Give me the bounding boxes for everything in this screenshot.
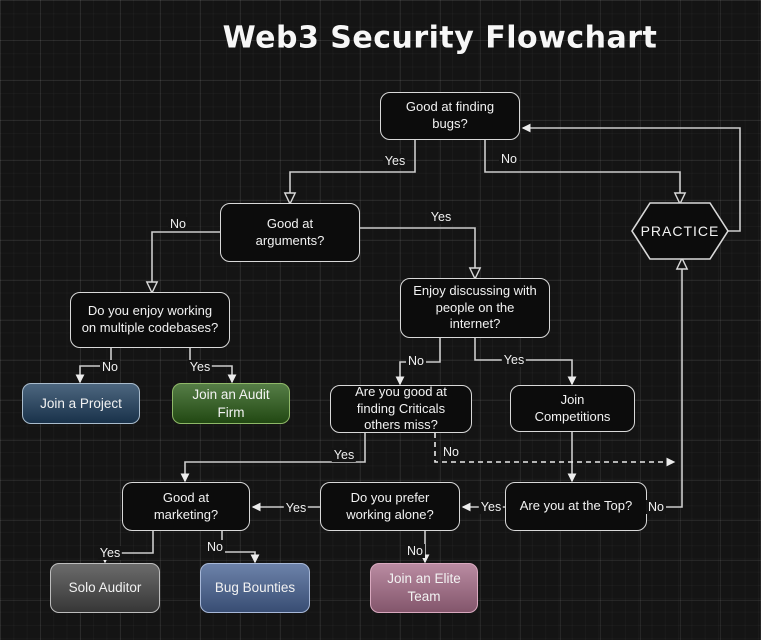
- connector-arguments-no: [152, 231, 220, 282]
- edge-label-discussing-no: No: [406, 354, 426, 368]
- edge-label-arguments-no: No: [168, 217, 188, 231]
- node-codebases: Do you enjoy working on multiple codebas…: [70, 292, 230, 348]
- connector-marketing-no: [221, 531, 260, 564]
- edge-label-criticals-yes: Yes: [331, 448, 357, 462]
- edge-label-alone-yes: Yes: [283, 501, 309, 515]
- node-audit-firm: Join an Audit Firm: [172, 383, 290, 424]
- connector-arguments-yes: [360, 227, 475, 268]
- page-title: Web3 Security Flowchart: [222, 20, 658, 56]
- connector-bugs-no: [484, 140, 680, 193]
- node-marketing: Good at marketing?: [122, 482, 250, 531]
- edge-label-criticals-no: No: [441, 445, 461, 459]
- edge-label-bugs-yes: Yes: [382, 154, 408, 168]
- edge-label-codebases-no: No: [100, 360, 120, 374]
- node-working-alone: Do you prefer working alone?: [320, 482, 460, 531]
- connector-attop-no: [647, 269, 682, 508]
- node-practice: PRACTICE: [640, 223, 720, 239]
- edge-label-discussing-yes: Yes: [501, 353, 527, 367]
- node-solo-auditor: Solo Auditor: [50, 563, 160, 613]
- node-bug-bounties: Bug Bounties: [200, 563, 310, 613]
- edge-label-codebases-yes: Yes: [187, 360, 213, 374]
- node-criticals: Are you good at finding Criticals others…: [330, 384, 472, 433]
- edge-label-attop-yes: Yes: [478, 500, 504, 514]
- node-competitions: Join Competitions: [510, 385, 635, 432]
- edge-label-marketing-yes: Yes: [97, 546, 123, 560]
- node-finding-bugs: Good at finding bugs?: [380, 92, 520, 140]
- edge-label-attop-no: No: [646, 500, 666, 514]
- node-at-top: Are you at the Top?: [505, 482, 647, 531]
- node-elite-team: Join an Elite Team: [370, 563, 478, 613]
- node-join-project: Join a Project: [22, 383, 140, 424]
- node-discussing: Enjoy discussing with people on the inte…: [400, 278, 550, 338]
- edge-label-alone-no: No: [405, 544, 425, 558]
- edge-label-arguments-yes: Yes: [428, 210, 454, 224]
- edge-label-marketing-no: No: [205, 540, 225, 554]
- connector-criticals-no-dashed: [434, 433, 676, 467]
- edge-label-bugs-no: No: [499, 152, 519, 166]
- node-arguments: Good at arguments?: [220, 203, 360, 262]
